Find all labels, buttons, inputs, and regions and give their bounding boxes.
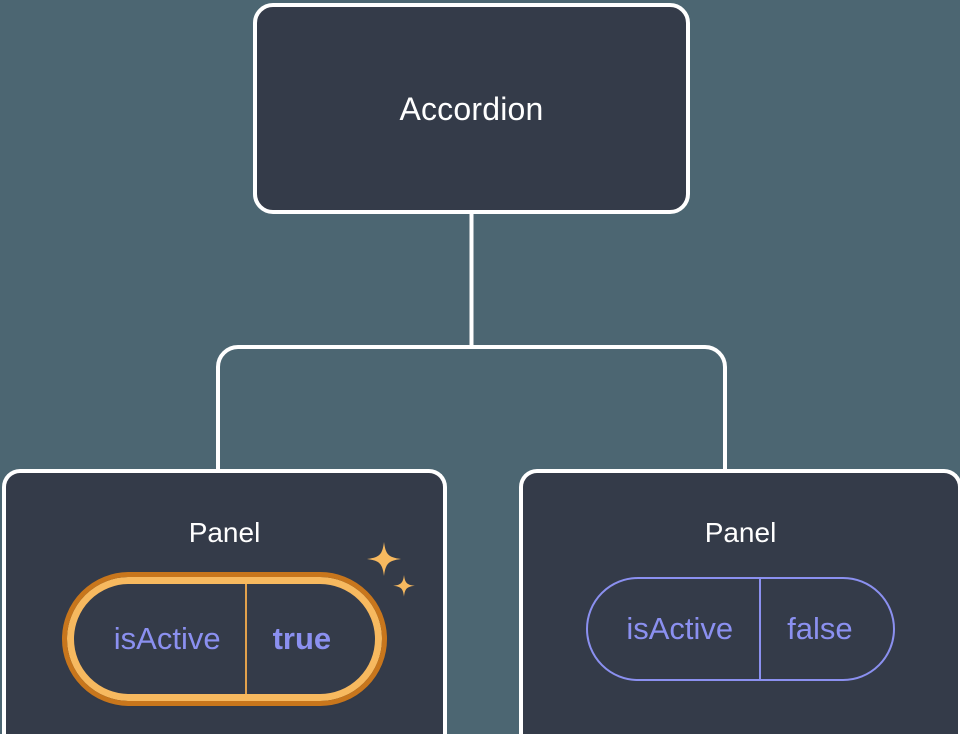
node-panel-active-title: Panel bbox=[188, 517, 261, 548]
prop-pill-isactive-false[interactable]: isActive false bbox=[586, 577, 895, 681]
node-panel-inactive[interactable]: Panel isActive false bbox=[519, 469, 960, 734]
prop-key: isActive bbox=[113, 621, 221, 656]
prop-pill-inactive-wrapper: isActive false bbox=[586, 577, 895, 681]
node-accordion[interactable]: Accordion bbox=[253, 3, 690, 214]
prop-pill-active-wrapper: isActive true bbox=[61, 542, 415, 706]
sparkle-icon bbox=[367, 542, 402, 576]
node-panel-active[interactable]: Panel isActive true bbox=[2, 469, 447, 734]
sparkle-icon bbox=[393, 575, 415, 597]
connector-branch-left bbox=[216, 345, 472, 470]
node-panel-inactive-title: Panel bbox=[704, 517, 777, 548]
prop-value: false bbox=[759, 579, 892, 679]
connector-branch-right bbox=[471, 345, 727, 470]
prop-key: isActive bbox=[626, 611, 734, 646]
prop-value: true bbox=[244, 584, 376, 694]
node-accordion-title: Accordion bbox=[399, 90, 544, 127]
prop-pill-isactive-true[interactable]: isActive true bbox=[61, 572, 388, 706]
